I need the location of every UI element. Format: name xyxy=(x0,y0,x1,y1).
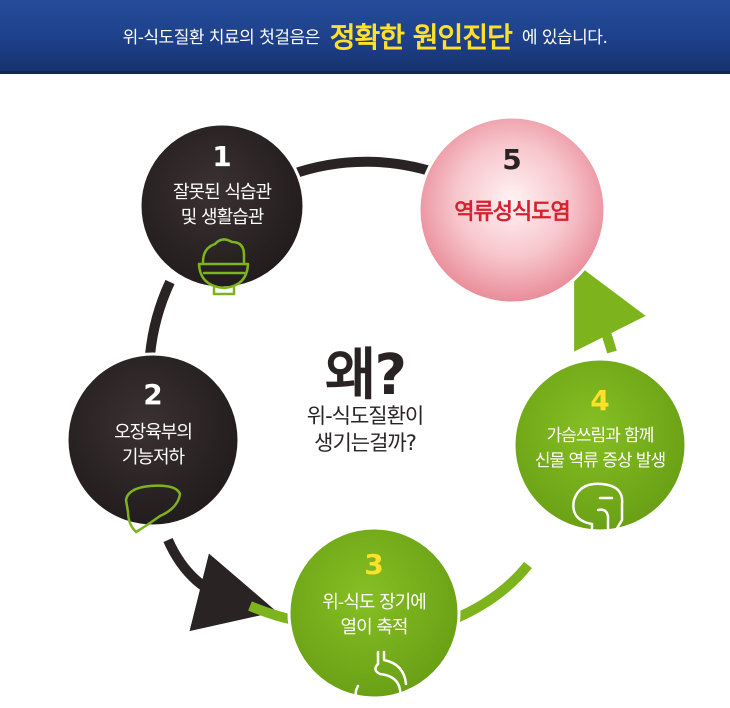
cycle-arc-left xyxy=(145,279,175,356)
cycle-arc-3-to-4 xyxy=(450,561,532,625)
rice-bowl-icon xyxy=(197,238,250,296)
liver-icon xyxy=(124,484,182,534)
step-3-label-line2: 열이 축적 xyxy=(340,617,409,638)
step-1-label-line1: 잘못된 식습관 xyxy=(172,182,272,203)
center-subtitle-line2: 생기는걸까? xyxy=(314,431,417,455)
step-4-number: 4 xyxy=(590,384,610,417)
step-1-number: 1 xyxy=(212,140,232,173)
step-5-circle xyxy=(417,115,607,305)
center-subtitle-line1: 위-식도질환이 xyxy=(306,404,425,428)
header-banner: 위-식도질환 치료의 첫걸음은 정확한 원인진단 에 있습니다. xyxy=(0,0,730,74)
step-1-label-line2: 및 생활습관 xyxy=(180,207,265,228)
cycle-arc-top xyxy=(288,156,447,181)
header-prefix: 위-식도질환 치료의 첫걸음은 xyxy=(122,28,321,48)
cycle-arrow-2-to-3 xyxy=(163,537,277,632)
center-question: 왜? xyxy=(324,343,407,408)
stomach-icon xyxy=(354,650,408,708)
step-2-label-line1: 오장육부의 xyxy=(114,422,193,443)
step-3-number: 3 xyxy=(364,548,384,581)
step-4-circle xyxy=(512,357,688,533)
throat-profile-icon xyxy=(572,482,624,544)
step-3-circle xyxy=(287,526,461,700)
step-2-number: 2 xyxy=(143,378,163,411)
step-2-circle xyxy=(65,352,241,528)
step-3-label-line1: 위-식도 장기에 xyxy=(322,592,427,613)
step-5-number: 5 xyxy=(502,143,522,176)
step-4-label-line2: 신물 역류 증상 발생 xyxy=(534,451,666,471)
step-5-label: 역류성식도염 xyxy=(454,200,570,225)
header-suffix: 에 있습니다. xyxy=(521,28,608,48)
step-4-label-line1: 가슴쓰림과 함께 xyxy=(546,426,655,446)
step-2-label-line2: 기능저하 xyxy=(121,447,185,468)
center-subtitle: 위-식도질환이 생기는걸까? xyxy=(255,403,475,457)
cycle-arrow-4-to-5 xyxy=(574,262,646,354)
header-highlight: 정확한 원인진단 xyxy=(329,20,513,54)
